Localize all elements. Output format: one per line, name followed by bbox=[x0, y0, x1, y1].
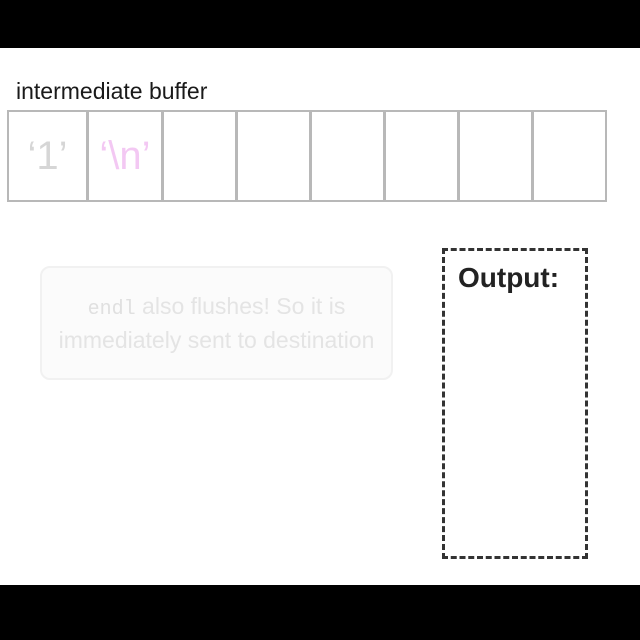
buffer-cell bbox=[384, 110, 459, 202]
flush-note: endl also flushes! So it is immediately … bbox=[40, 266, 393, 380]
output-label: Output: bbox=[458, 262, 560, 293]
buffer-cell: ‘\n’ bbox=[87, 110, 163, 202]
flush-note-text: endl also flushes! So it is immediately … bbox=[56, 291, 377, 356]
buffer-cell bbox=[162, 110, 237, 202]
buffer-title: intermediate buffer bbox=[16, 78, 208, 104]
buffer-cell bbox=[310, 110, 385, 202]
flush-note-body: also flushes! So it is immediately sent … bbox=[58, 292, 375, 353]
buffer-cell bbox=[236, 110, 311, 202]
buffer-cells: ‘1’ ‘\n’ bbox=[7, 110, 607, 202]
buffer-cell bbox=[458, 110, 533, 202]
endl-code: endl bbox=[87, 297, 136, 321]
output-box bbox=[442, 248, 588, 559]
buffer-cell: ‘1’ bbox=[7, 110, 88, 202]
buffer-cell bbox=[532, 110, 607, 202]
